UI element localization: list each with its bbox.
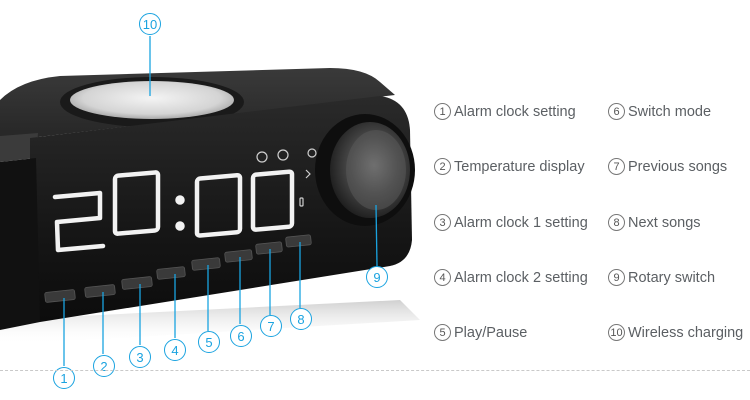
legend-number: 3 xyxy=(434,214,451,231)
legend-number: 2 xyxy=(434,158,451,175)
callout-4: 4 xyxy=(164,339,186,361)
callout-9: 9 xyxy=(366,266,388,288)
device-side-strip xyxy=(0,133,38,162)
callout-8: 8 xyxy=(290,308,312,330)
legend-number: 4 xyxy=(434,269,451,286)
dashed-divider xyxy=(0,370,750,371)
legend-number: 1 xyxy=(434,103,451,120)
callout-lines xyxy=(63,36,378,366)
front-buttons xyxy=(44,234,312,303)
callout-7: 7 xyxy=(260,315,282,337)
legend-item-7: 7 Previous songs xyxy=(608,158,727,175)
charging-pad xyxy=(70,81,234,119)
legend-number: 6 xyxy=(608,103,625,120)
knob-cap xyxy=(346,130,406,210)
legend-label: Wireless charging xyxy=(628,324,744,341)
callout-2: 2 xyxy=(93,355,115,377)
callout-10: 10 xyxy=(139,13,161,35)
legend-item-6: 6 Switch mode xyxy=(608,103,711,120)
legend-number: 7 xyxy=(608,158,625,175)
legend-label: Alarm clock 1 setting xyxy=(454,214,588,231)
legend-label: Temperature display xyxy=(454,158,585,175)
callout-6: 6 xyxy=(230,325,252,347)
legend-item-4: 4 Alarm clock 2 setting xyxy=(434,269,588,286)
legend-number: 9 xyxy=(608,269,625,286)
legend-number: 5 xyxy=(434,324,451,341)
callout-5: 5 xyxy=(198,331,220,353)
callout-1: 1 xyxy=(53,367,75,389)
legend-item-8: 8 Next songs xyxy=(608,214,701,231)
legend-label: Alarm clock setting xyxy=(454,103,576,120)
device-front-edge xyxy=(0,158,40,330)
legend-number: 10 xyxy=(608,324,625,341)
legend-label: Rotary switch xyxy=(628,269,716,286)
legend-item-10: 10 Wireless charging xyxy=(608,324,743,341)
legend-label: Next songs xyxy=(628,214,701,231)
legend-label: Alarm clock 2 setting xyxy=(454,269,588,286)
legend-label: Switch mode xyxy=(628,103,712,120)
display-status-icons xyxy=(256,148,317,207)
legend-label: Previous songs xyxy=(628,158,728,175)
legend-item-2: 2 Temperature display xyxy=(434,158,585,175)
legend-label: Play/Pause xyxy=(454,324,528,341)
device-shadow xyxy=(0,300,420,345)
legend-number: 8 xyxy=(608,214,625,231)
legend-item-9: 9 Rotary switch xyxy=(608,269,715,286)
clock-digits xyxy=(52,169,295,253)
legend-item-3: 3 Alarm clock 1 setting xyxy=(434,214,588,231)
legend-item-5: 5 Play/Pause xyxy=(434,324,527,341)
legend-item-1: 1 Alarm clock setting xyxy=(434,103,576,120)
callout-3: 3 xyxy=(129,346,151,368)
